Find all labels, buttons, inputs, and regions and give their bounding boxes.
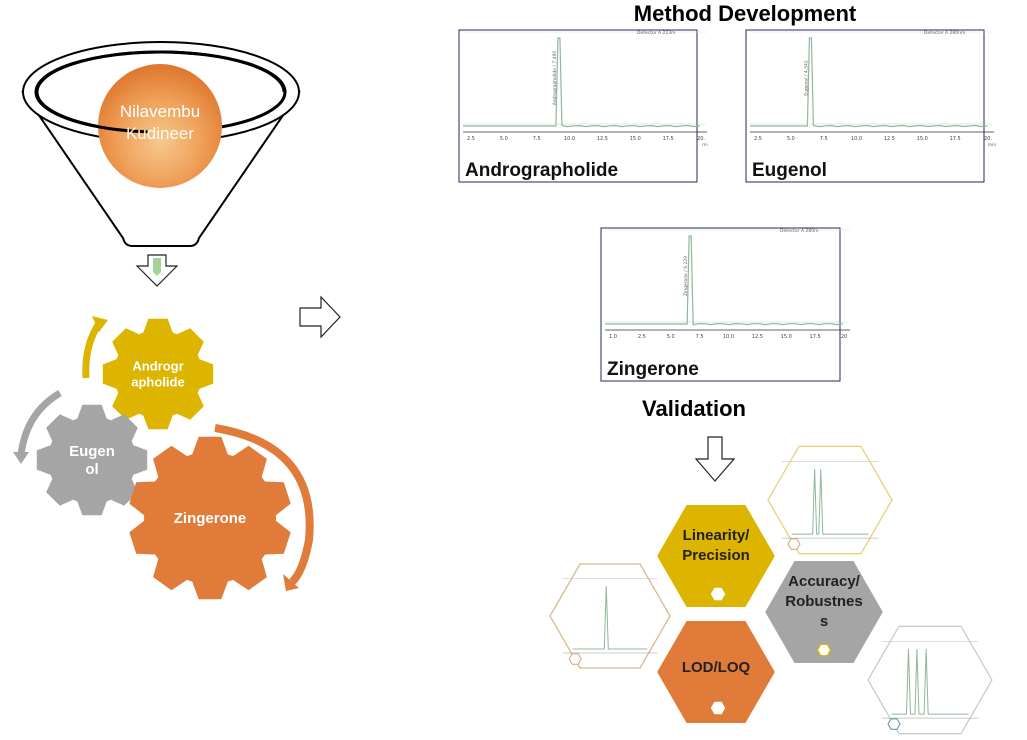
zingerone-cycle-arrow [214, 424, 314, 585]
gear-label-0-line1: Androgr [132, 358, 183, 373]
andrographolide-cycle-arrow [82, 320, 103, 379]
x-tick-label: 17.5 [950, 136, 961, 142]
x-tick-label: 10.0 [564, 136, 575, 142]
thumbnail-trace-1 [572, 585, 648, 650]
x-tick-label: 2.5 [638, 334, 646, 340]
x-tick-label: 15.0 [781, 334, 792, 340]
x-tick-label: 2.5 [754, 136, 762, 142]
gear-2 [129, 436, 291, 600]
chromatogram-label: Zingerone [607, 359, 699, 380]
validation-hexagon-0 [654, 503, 778, 609]
thumbnail-mini-hex-1 [568, 653, 582, 665]
hexagon-badge-icon-0 [710, 587, 726, 601]
gear-0 [102, 318, 214, 430]
peak-label: Eugenol / 4.342 [803, 60, 809, 96]
hexagon-badge-icon-2 [710, 701, 726, 715]
x-tick-label: 20. [697, 136, 705, 142]
x-tick-label: 17.5 [663, 136, 674, 142]
thumbnail-trace-2 [891, 648, 969, 715]
chromatogram-trace [750, 37, 988, 128]
x-tick-label: 12.5 [597, 136, 608, 142]
validation-hexagon-2 [654, 619, 778, 725]
validation-hexagon-1 [762, 559, 886, 665]
detector-label: Detector A 280nm [924, 30, 965, 36]
x-tick-label: 1.0 [609, 334, 617, 340]
x-tick-label: 15.0 [917, 136, 928, 142]
funnel-down-arrow-icon [135, 254, 179, 287]
gear-1 [36, 404, 148, 516]
x-tick-label: 2.5 [467, 136, 475, 142]
hexagon-label-1-line1: Accuracy/ [788, 573, 861, 590]
thumbnail-mini-hex-2 [887, 718, 901, 730]
x-tick-label: 10.0 [723, 334, 734, 340]
hexagon-label-0-line1: Linearity/ [683, 527, 751, 544]
x-tick-label: 12.5 [752, 334, 763, 340]
funnel-label-line1: Nilavembu [120, 102, 200, 121]
chromatogram-frame [745, 29, 985, 183]
gear-label-1-line2: ol [85, 461, 98, 478]
chromatogram-frame [600, 227, 841, 382]
funnel: Nilavembu Kudineer [21, 41, 301, 247]
thumbnail-trace-0 [791, 468, 869, 535]
x-tick-label: 7.5 [696, 334, 704, 340]
gear-label-0-line2: apholide [131, 374, 184, 389]
eugenol-cycle-arrow [17, 389, 62, 456]
detector-label: Detector A 223m [637, 30, 676, 36]
gear-label-1-line1: Eugen [69, 443, 115, 460]
x-tick-label: 5.0 [500, 136, 508, 142]
x-tick-label: 10.0 [851, 136, 862, 142]
chromatogram-frame [458, 29, 698, 183]
hexagon-label-1-line3: s [820, 613, 828, 630]
hexagon-label-1-line2: Robustnes [785, 593, 863, 610]
x-tick-label: 20 [841, 334, 847, 340]
validation-down-arrow-icon [694, 436, 736, 482]
thumbnail-hexagon-2 [867, 625, 993, 735]
x-tick-label: 5.0 [667, 334, 675, 340]
gear-label-2-line1: Zingerone [174, 510, 247, 527]
x-tick-label: 12.5 [884, 136, 895, 142]
thumbnail-mini-hex-0 [787, 538, 801, 550]
x-tick-label: 7.5 [820, 136, 828, 142]
hexagon-label-2-line1: LOD/LOQ [682, 659, 751, 676]
x-tick-label: 7.5 [533, 136, 541, 142]
x-tick-label: 17.5 [810, 334, 821, 340]
thumbnail-hexagon-1 [549, 563, 671, 669]
x-tick-label: 15.0 [630, 136, 641, 142]
x-tick-label: 20. [984, 136, 992, 142]
x-unit: min [988, 142, 997, 148]
chromatogram-label: Eugenol [752, 160, 827, 181]
thumbnail-hexagon-0 [767, 445, 893, 555]
validation-title: Validation [642, 396, 746, 421]
funnel-label-line2: Kudineer [126, 124, 194, 143]
hexagon-label-0-line2: Precision [682, 547, 750, 564]
nilavembu-sphere [98, 64, 222, 188]
chromatogram-label: Andrographolide [465, 160, 618, 181]
x-unit: mi [702, 142, 708, 148]
hexagon-badge-icon-1 [816, 643, 832, 657]
chromatogram-trace [463, 37, 700, 128]
peak-label: Zingerone / 6.229 [683, 256, 689, 296]
right-arrow-icon [299, 295, 341, 339]
x-tick-label: 5.0 [787, 136, 795, 142]
peak-label: Andrographolide / 7.490 [552, 51, 558, 106]
detector-label: Detector A 280m [780, 228, 819, 234]
method-development-title: Method Development [634, 1, 857, 26]
chromatogram-trace [605, 235, 844, 326]
